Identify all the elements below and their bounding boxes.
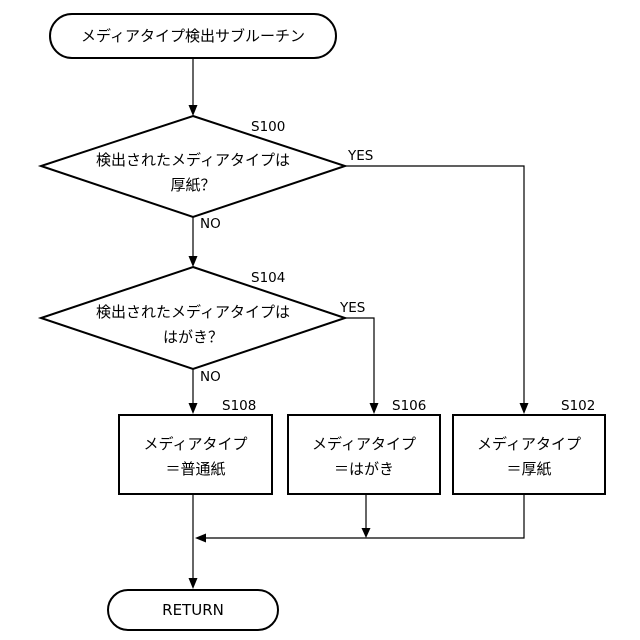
arrowhead [195,534,206,543]
process-s102-line-2: ＝厚紙 [506,460,551,478]
process-s108-line-2: ＝普通紙 [165,460,225,478]
step-label-s104: S104 [251,270,285,286]
step-label-s102: S102 [561,398,595,414]
decision-s104-line-2: はがき？ [163,328,223,346]
start-terminal: メディアタイプ検出サブルーチン [50,14,336,58]
decision-s104: 検出されたメディアタイプは はがき？ [41,267,345,369]
arrowhead [189,256,198,267]
step-label-s108: S108 [222,398,256,414]
return-terminal-label: RETURN [162,601,224,619]
decision-s100: 検出されたメディアタイプは 厚紙？ [41,116,345,217]
yes-label-s104: YES [339,300,365,316]
arrowhead [370,403,379,414]
start-terminal-label: メディアタイプ検出サブルーチン [81,27,305,45]
arrowhead [189,403,198,414]
arrowhead [189,578,198,589]
arrowhead [520,403,529,414]
arrowhead [362,528,371,538]
process-s102: メディアタイプ ＝厚紙 [453,415,605,494]
no-label-s104: NO [200,369,221,385]
process-s106-line-2: ＝はがき [334,460,394,478]
step-label-s106: S106 [392,398,426,414]
yes-label-s100: YES [347,148,373,164]
process-s106-line-1: メディアタイプ [312,435,416,453]
process-s102-line-1: メディアタイプ [477,435,581,453]
decision-s104-line-1: 検出されたメディアタイプは [96,303,290,321]
process-s106: メディアタイプ ＝はがき [288,415,440,494]
decision-s100-line-2: 厚紙？ [170,176,215,194]
return-terminal: RETURN [108,590,278,630]
connector-s104-yes-to-s106 [345,318,374,405]
connector-s100-yes-to-s102 [345,166,524,405]
process-s108: メディアタイプ ＝普通紙 [119,415,272,494]
no-label-s100: NO [200,216,221,232]
step-label-s100: S100 [251,119,285,135]
decision-s100-line-1: 検出されたメディアタイプは [96,151,290,169]
process-s108-line-1: メディアタイプ [144,435,248,453]
arrowhead [189,105,198,116]
